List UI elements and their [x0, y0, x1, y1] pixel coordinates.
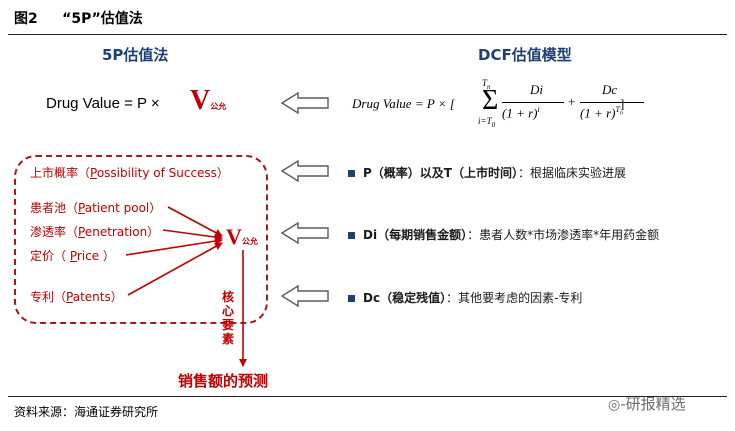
- sum-upper: Tn: [482, 78, 491, 91]
- factor-price: 定价（ Price ）: [30, 249, 115, 263]
- v-subscript-inner: 公允: [241, 237, 258, 246]
- v-fair-symbol-inner: V公允: [226, 224, 258, 250]
- term1-fraction-bar: [502, 102, 564, 103]
- figure-label: 图2: [14, 11, 38, 27]
- hollow-left-arrow-icon: [280, 284, 329, 308]
- bullet-probability: P（概率）以及T（上市时间）：根据临床实验进展: [348, 164, 626, 181]
- dcf-rhs: ]: [620, 96, 625, 111]
- sales-forecast-label: 销售额的预测: [178, 372, 269, 390]
- term2-numerator: Dc: [602, 82, 618, 97]
- bullet-sales-amount: Di（每期销售金额）：患者人数*市场渗透率*年用药金额: [348, 226, 659, 243]
- figure-header: [0, 0, 735, 34]
- source-note: 资料来源：海通证券研究所: [14, 405, 159, 419]
- hollow-left-arrow-icon: [280, 91, 329, 115]
- core-elements-label: 核心要素: [222, 290, 235, 346]
- right-title: DCF估值模型: [478, 46, 572, 64]
- term1-numerator: Di: [530, 82, 543, 97]
- plus-sign: +: [568, 94, 576, 109]
- hollow-left-arrow-icon: [280, 221, 329, 245]
- factor-penetration: 渗透率（Penetration）: [30, 225, 160, 239]
- drug-value-formula: Drug Value = P ×: [46, 95, 160, 112]
- watermark: ◎-研报精选: [608, 395, 686, 413]
- wechat-icon: ◎: [608, 397, 621, 413]
- arrow-price: [125, 237, 223, 256]
- arrow-patents: [127, 242, 223, 296]
- arrow-penetration: [162, 229, 223, 242]
- factor-patents: 专利（Patents）: [30, 290, 123, 304]
- figure-title-text: “5P”估值法: [62, 11, 143, 27]
- v-letter-inner: V: [226, 224, 242, 249]
- dcf-formula: Drug Value = P × [ Tn Σ i=T0 Di (1 + r)i…: [352, 76, 644, 136]
- factor-patient-pool: 患者池（Patient pool）: [30, 201, 162, 215]
- v-subscript: 公允: [210, 102, 227, 111]
- square-bullet-icon: [348, 232, 355, 239]
- term2-fraction-bar: [580, 102, 644, 103]
- dcf-lhs: Drug Value = P × [: [352, 96, 455, 111]
- v-fair-symbol: V公允: [190, 85, 226, 117]
- hollow-left-arrow-icon: [280, 159, 329, 183]
- term1-denominator: (1 + r)i: [502, 105, 540, 121]
- factor-box: [14, 155, 268, 324]
- sum-lower: i=T0: [478, 116, 496, 129]
- square-bullet-icon: [348, 170, 355, 177]
- bottom-divider: [8, 396, 727, 397]
- square-bullet-icon: [348, 295, 355, 302]
- top-divider: [8, 34, 727, 35]
- figure-title: 图2 “5P”估值法: [14, 8, 143, 28]
- v-letter: V: [190, 85, 211, 116]
- sigma-icon: Σ: [482, 85, 499, 116]
- term2-denominator: (1 + r)Tn: [580, 105, 623, 121]
- factor-success: 上市概率（Possibility of Success）: [30, 166, 229, 180]
- arrow-patient-pool: [167, 206, 223, 237]
- left-title: 5P估值法: [102, 46, 169, 64]
- bullet-residual-value: Dc（稳定残值）：其他要考虑的因素-专利: [348, 289, 582, 306]
